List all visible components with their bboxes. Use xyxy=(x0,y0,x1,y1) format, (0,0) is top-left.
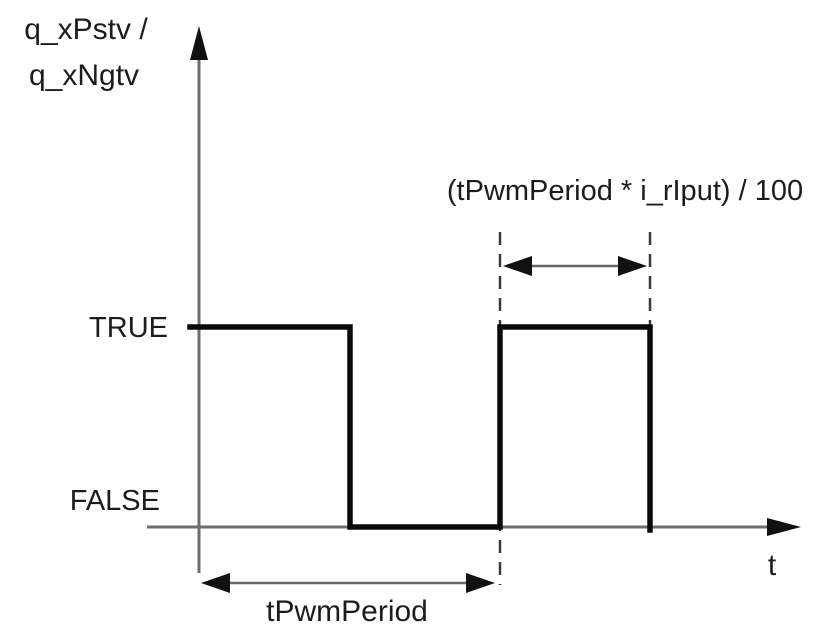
pulse-width-formula-label: (tPwmPeriod * i_rIput) / 100 xyxy=(447,175,803,207)
pulse-width-arrow xyxy=(503,256,647,276)
period-arrow xyxy=(201,573,495,593)
pulse-width-arrowhead-left-icon xyxy=(503,256,532,276)
level-false-label: FALSE xyxy=(70,485,160,517)
y-axis-arrowhead-icon xyxy=(190,26,208,60)
period-label: tPwmPeriod xyxy=(266,595,428,628)
level-true-label: TRUE xyxy=(89,312,168,344)
y-axis xyxy=(190,26,208,573)
pulse-width-arrowhead-right-icon xyxy=(618,256,647,276)
period-arrowhead-right-icon xyxy=(466,573,495,593)
x-axis-label: t xyxy=(768,549,777,582)
period-arrowhead-left-icon xyxy=(201,573,230,593)
x-axis-arrowhead-icon xyxy=(767,518,801,536)
y-axis-label-line2: q_xNgtv xyxy=(29,59,139,92)
y-axis-label-line1: q_xPstv / xyxy=(24,13,148,46)
pwm-waveform xyxy=(187,324,653,533)
